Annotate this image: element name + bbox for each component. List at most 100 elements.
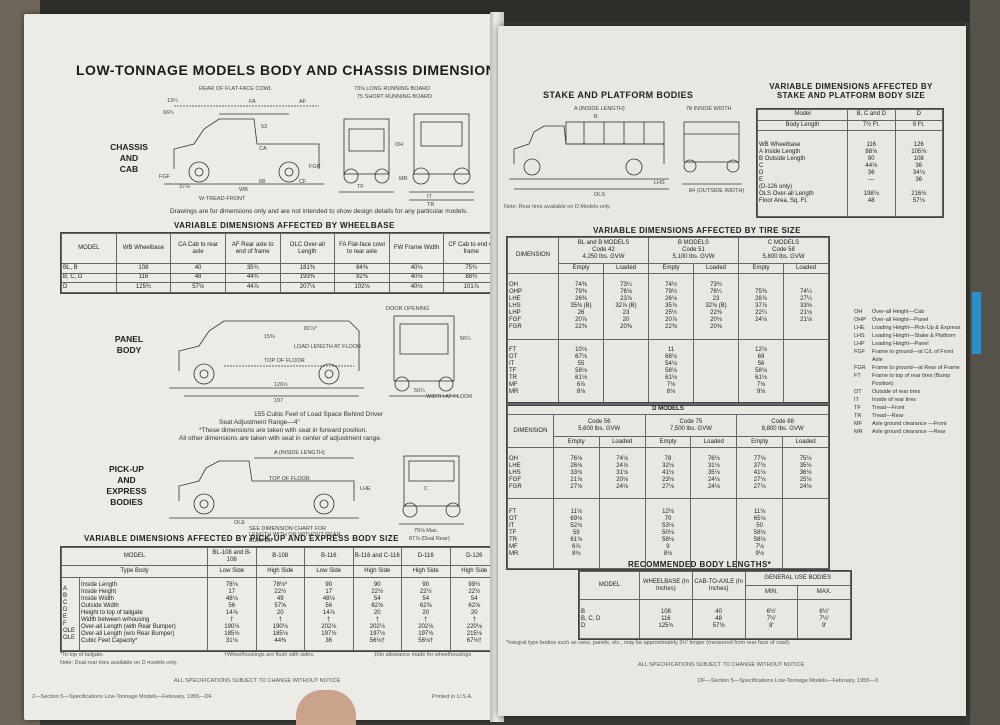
dim-fgr: FGR [309, 164, 321, 170]
table-cell: 27⅛ [570, 483, 583, 490]
table-cell: 32⅝ (B) [705, 303, 727, 310]
table-cell: 202⅛ [418, 624, 434, 631]
table-cell: 202⅛ [321, 624, 337, 631]
table-cell: 74⅜ [575, 282, 587, 289]
table-cell: 7⅛ [755, 543, 764, 550]
stake-drawing: A (INSIDE LENGTH) 78 INSIDE WIDTH B LHS … [504, 104, 744, 204]
table-cell: 73¾ [710, 282, 722, 289]
dim-it: IT [427, 194, 432, 200]
chassis-drawing: REAR OF FLAT-FACE COWL 13¼ 66¾ FA AF 53 … [159, 84, 489, 214]
dim-1: 13¼ [167, 98, 178, 104]
panel-dim-g: 50¼ [414, 388, 425, 394]
table-cell: 90 [373, 582, 381, 589]
th-fw: FW Frame Width [388, 233, 445, 264]
wheelbase-table: MODEL WB Wheelbase CA Cab to rear axle A… [60, 232, 496, 294]
th-dimension: DIMENSION [507, 236, 559, 275]
panel-dim-j: 56¼ [460, 336, 471, 342]
table-cell: 20⅜ [620, 324, 632, 331]
row-label: Inside Height [81, 589, 117, 596]
table-cell: 99½ [468, 582, 481, 589]
table-cell: 6⅞ [572, 543, 581, 550]
table-cell: 17 [228, 589, 236, 596]
stake-row-3: C [759, 163, 764, 170]
dim-fgf: FGF [159, 174, 170, 180]
table-cell: 67⅛† [466, 638, 482, 645]
table-cell: 35⅛ [799, 462, 812, 469]
page-title: LOW-TONNAGE MODELS BODY AND CHASSIS DIME… [76, 62, 496, 78]
row-code: C [63, 599, 68, 606]
stake-dim-ols: OLS [594, 192, 606, 198]
stake-note: Note: Rear tires available on D Models o… [504, 204, 611, 210]
table-cell: 22⅜ [665, 324, 677, 331]
index-tab[interactable] [972, 292, 981, 354]
th-dimension: DIMENSION [507, 414, 554, 449]
footer-right: DF—Section 5—Specifications Low-Tonnage … [698, 678, 878, 684]
stake-dim-b: 78 INSIDE WIDTH [686, 106, 732, 112]
footer-printed: Printed in U.S.A. [432, 694, 473, 700]
footer-left: 2—Section 5—Specifications Low-Tonnage M… [32, 694, 212, 700]
row-label: Over-all Length (with Rear Bumper) [81, 624, 176, 631]
table-cell: 55 [577, 361, 585, 368]
panel-caption-4: All other dimensions are taken with seat… [179, 435, 382, 442]
table-cell: 62⅝ [371, 603, 384, 610]
table-cell: 65⅛ [753, 515, 766, 522]
table-cell: 37⅛ [753, 462, 766, 469]
row-label: Inside Width [81, 596, 115, 603]
th-sub: Empty [736, 436, 784, 449]
pickup-dim-lhe: LHE [360, 486, 371, 492]
table-cell: 75⅛ [799, 455, 812, 462]
table-cell: 23 [622, 310, 630, 317]
table-cell: 9⅛ [755, 550, 764, 557]
row-code: D [63, 606, 68, 613]
table-cell: 61⅛ [755, 375, 767, 382]
table-cell: 58⅛ [753, 529, 766, 536]
table-cell: 36 [325, 638, 333, 645]
table-cell: 11⅛ [754, 508, 766, 515]
th-olc: OLC Over-all Length [279, 233, 336, 264]
table-cell: 20⅝ [710, 324, 722, 331]
dim-cf: CF [299, 179, 307, 185]
panel-dim-d: TOP OF FLOOR [264, 358, 305, 364]
row-code: E [63, 613, 68, 620]
table-cell: 62⅝ [468, 603, 481, 610]
chassis-label: CHASSIS AND CAB [110, 142, 148, 174]
table-cell: 28⅞ [755, 296, 767, 303]
table-cell: 78 [664, 455, 672, 462]
pickup-dim-g: 79⅛ Max. [414, 528, 439, 534]
table-cell: 69 [757, 354, 765, 361]
dim-2: 66¾ [163, 110, 174, 116]
table-cell: 20 [622, 317, 630, 324]
stake-row-2: B Outside Length [759, 156, 806, 163]
th-sub: Loaded [598, 436, 646, 449]
th-title: D MODELS [507, 402, 829, 416]
panel-caption-2: Seat Adjustment Range—4" [219, 419, 300, 426]
table-cell: 33⅛ [570, 469, 583, 476]
table-cell: 58⅛ [662, 536, 674, 543]
table-cell: 67⅛ [575, 354, 587, 361]
table-cell: 24⅞ [616, 462, 628, 469]
row-label: Outside Width [81, 603, 119, 610]
panel-dim-c: LOAD LENGTH AT FLOOR [294, 344, 362, 350]
table-cell: 61⅛ [665, 375, 677, 382]
table-cell: 26⅛ [570, 462, 583, 469]
row-label: Cubic Feet Capacity* [81, 638, 138, 645]
table-cell: 58⅛ [575, 368, 587, 375]
table-cell: 20 [422, 610, 430, 617]
table-cell: 54 [373, 596, 381, 603]
stake-row-4: D [759, 170, 764, 177]
table-cell: 6⅞ [576, 382, 586, 389]
dim-running-board-long: 73⅜ LONG RUNNING BOARD [354, 86, 431, 92]
table-cell: 185⅛ [224, 631, 240, 638]
table-cell: 41⅛ [753, 469, 766, 476]
stake-row-1: A Inside Length [759, 149, 801, 156]
table-cell: 31⅛ [225, 638, 238, 645]
table-cell: 54⅛ [665, 361, 677, 368]
table-cell: † [472, 617, 476, 624]
table-cell: 48⅛ [322, 596, 335, 603]
table-cell: 10⅛ [575, 347, 587, 354]
